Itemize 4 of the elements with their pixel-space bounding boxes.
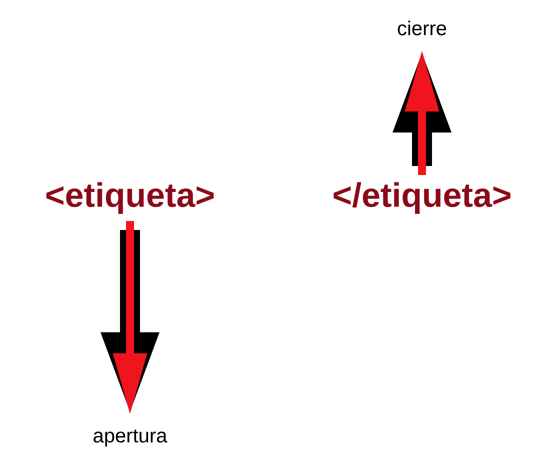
- caption-text: apertura: [94, 429, 168, 447]
- tag-text: </etiqueta>: [334, 182, 510, 214]
- tag-text: <etiqueta>: [46, 182, 214, 214]
- caption-text: cierre: [398, 20, 446, 36]
